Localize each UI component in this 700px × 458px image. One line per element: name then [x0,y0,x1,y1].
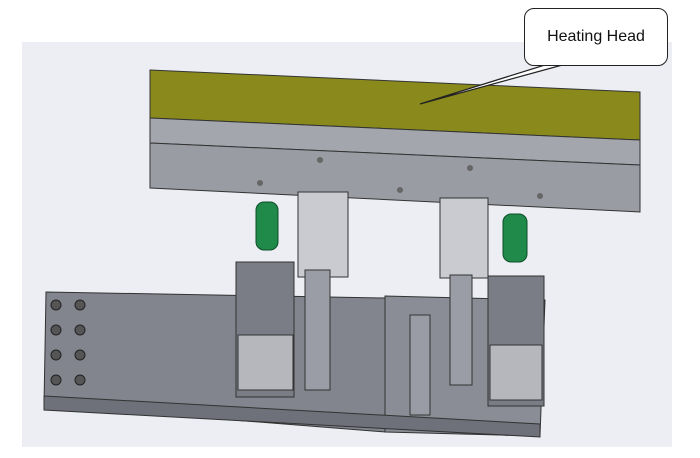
cylinders [235,261,545,407]
green-fittings [255,201,528,263]
mount-blocks [297,191,489,391]
heating-head [149,69,641,213]
heating-head-callout: Heating Head [524,8,668,66]
base-plate [43,291,546,438]
callout-label: Heating Head [547,28,645,45]
